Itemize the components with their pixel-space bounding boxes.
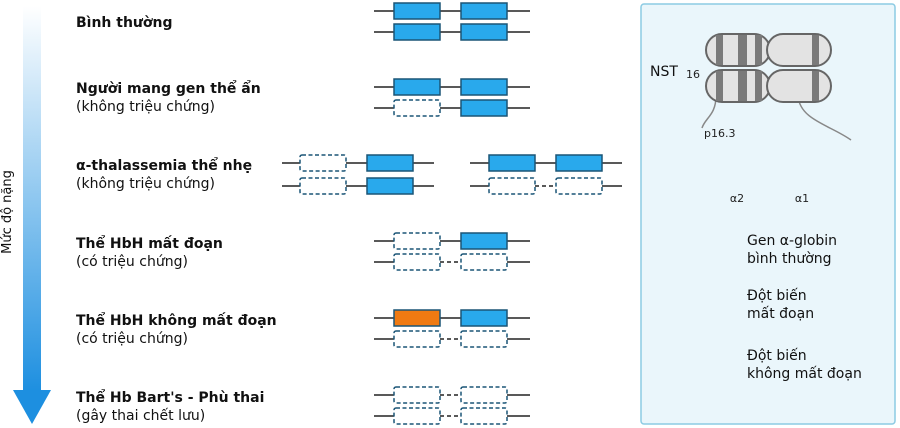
- legend-deletion-line1: Đột biến: [747, 287, 807, 304]
- row-subtitle: (không triệu chứng): [76, 176, 215, 192]
- normal-gene-box: [488, 154, 536, 172]
- deleted-gene-box: [460, 386, 508, 404]
- row-trait-label: α-thalassemia thể nhẹ (không triệu chứng…: [76, 157, 252, 192]
- normal-gene-box: [460, 23, 508, 41]
- normal-gene-box: [460, 78, 508, 96]
- deleted-gene-box: [393, 253, 441, 271]
- row-normal-label: Bình thường: [76, 15, 173, 31]
- chromosome-number: 16: [686, 68, 700, 81]
- row-title: Thể Hb Bart's - Phù thai: [76, 389, 264, 406]
- row-hbh-nondeletion-label: Thể HbH không mất đoạn (có triệu chứng): [76, 312, 277, 347]
- normal-gene-box: [555, 154, 603, 172]
- row-title: Thể HbH mất đoạn: [76, 235, 223, 252]
- deleted-gene-box: [393, 386, 441, 404]
- gene-alpha1-label: α1: [795, 192, 809, 205]
- row-subtitle: (gây thai chết lưu): [76, 407, 205, 424]
- normal-gene-box: [366, 177, 414, 195]
- legend-nondeletion-line1: Đột biến: [747, 347, 807, 364]
- deleted-gene-box: [299, 154, 347, 172]
- row-subtitle: (có triệu chứng): [76, 254, 188, 270]
- row-hbh-deletion-label: Thể HbH mất đoạn (có triệu chứng): [76, 235, 223, 270]
- band-label: p16.3: [704, 127, 735, 140]
- row-title: Thể HbH không mất đoạn: [76, 312, 277, 329]
- deleted-gene-box: [488, 177, 536, 195]
- chromosome-label: NST: [650, 64, 678, 80]
- normal-gene-box: [460, 2, 508, 20]
- deleted-gene-box: [460, 407, 508, 425]
- severity-arrow: [13, 6, 51, 424]
- reference-panel: [640, 3, 896, 425]
- normal-gene-box: [460, 309, 508, 327]
- row-subtitle: (có triệu chứng): [76, 331, 188, 347]
- row-silent-carrier-label: Người mang gen thể ẩn (không triệu chứng…: [76, 80, 261, 115]
- deleted-gene-box: [393, 407, 441, 425]
- row-title: α-thalassemia thể nhẹ: [76, 157, 252, 174]
- deleted-gene-box: [393, 232, 441, 250]
- normal-gene-box: [366, 154, 414, 172]
- normal-gene-box: [393, 23, 441, 41]
- deleted-gene-box: [393, 99, 441, 117]
- deleted-gene-box: [460, 330, 508, 348]
- nondeletion-gene-box: [393, 309, 441, 327]
- row-title: Người mang gen thể ẩn: [76, 80, 261, 97]
- deleted-gene-box: [460, 253, 508, 271]
- deleted-gene-box: [299, 177, 347, 195]
- legend-nondeletion-line2: không mất đoạn: [747, 366, 862, 382]
- legend-deletion-line2: mất đoạn: [747, 306, 814, 322]
- row-hb-barts-label: Thể Hb Bart's - Phù thai (gây thai chết …: [76, 389, 264, 424]
- deleted-gene-box: [555, 177, 603, 195]
- row-title: Bình thường: [76, 15, 173, 31]
- normal-gene-box: [460, 232, 508, 250]
- severity-axis-label: Mức độ nặng: [0, 170, 15, 254]
- legend-normal-line2: bình thường: [747, 251, 832, 267]
- chromosome-16-icon: [701, 33, 852, 141]
- legend-normal-line1: Gen α-globin: [747, 233, 837, 249]
- normal-gene-box: [393, 78, 441, 96]
- normal-gene-box: [393, 2, 441, 20]
- normal-gene-box: [460, 99, 508, 117]
- row-subtitle: (không triệu chứng): [76, 99, 215, 115]
- gene-alpha2-label: α2: [730, 192, 744, 205]
- deleted-gene-box: [393, 330, 441, 348]
